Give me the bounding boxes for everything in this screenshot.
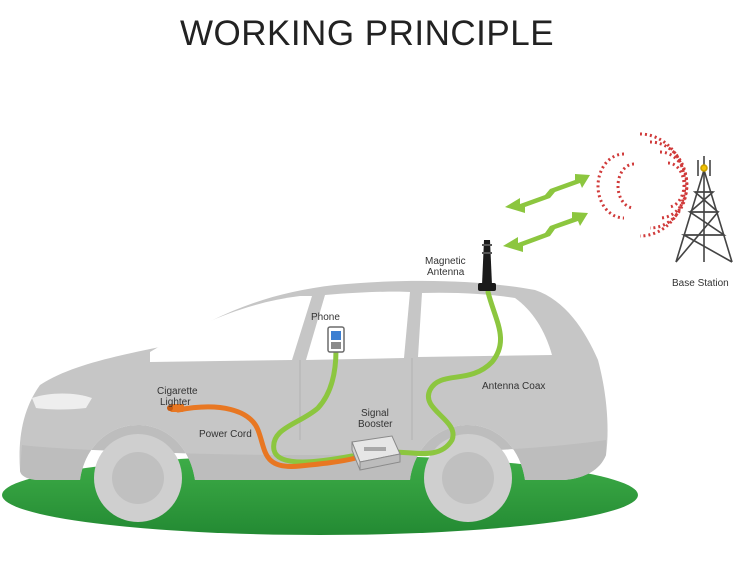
arrow-lower (503, 212, 588, 252)
cigarette-lighter-plug-icon (167, 404, 184, 412)
car-rear-wheel-hub (442, 452, 494, 504)
car-front-window (150, 296, 312, 362)
car (19, 280, 608, 522)
signal-arrows (503, 174, 590, 252)
power-cord-label: Power Cord (199, 429, 252, 440)
signal-waves-icon (639, 132, 689, 238)
signal-booster-label-2: Booster (358, 419, 393, 430)
antenna-coax-cable (390, 289, 503, 457)
base-station-label: Base Station (672, 278, 729, 289)
signal-waves-left (596, 152, 635, 220)
cell-tower-icon (675, 156, 733, 263)
magnetic-antenna-label: Magnetic (425, 256, 466, 267)
signal-booster-label: Signal (361, 408, 389, 419)
page-title: WORKING PRINCIPLE (179, 14, 555, 53)
signal-booster-icon (351, 435, 401, 471)
magnetic-antenna-icon (478, 240, 496, 291)
cigarette-lighter-label-2: Lighter (160, 397, 191, 408)
phone-icon (327, 326, 345, 353)
car-front-wheel-hub (112, 452, 164, 504)
phone-coax-cable (271, 347, 355, 465)
arrow-upper (505, 174, 590, 213)
car-headlight (32, 393, 92, 410)
magnetic-antenna-label-2: Antenna (427, 267, 465, 278)
cigarette-lighter-label: Cigarette (157, 386, 198, 397)
phone-label: Phone (311, 312, 340, 323)
car-rear-window (418, 292, 552, 357)
power-cord-cable (175, 404, 359, 469)
antenna-coax-label: Antenna Coax (482, 381, 545, 392)
